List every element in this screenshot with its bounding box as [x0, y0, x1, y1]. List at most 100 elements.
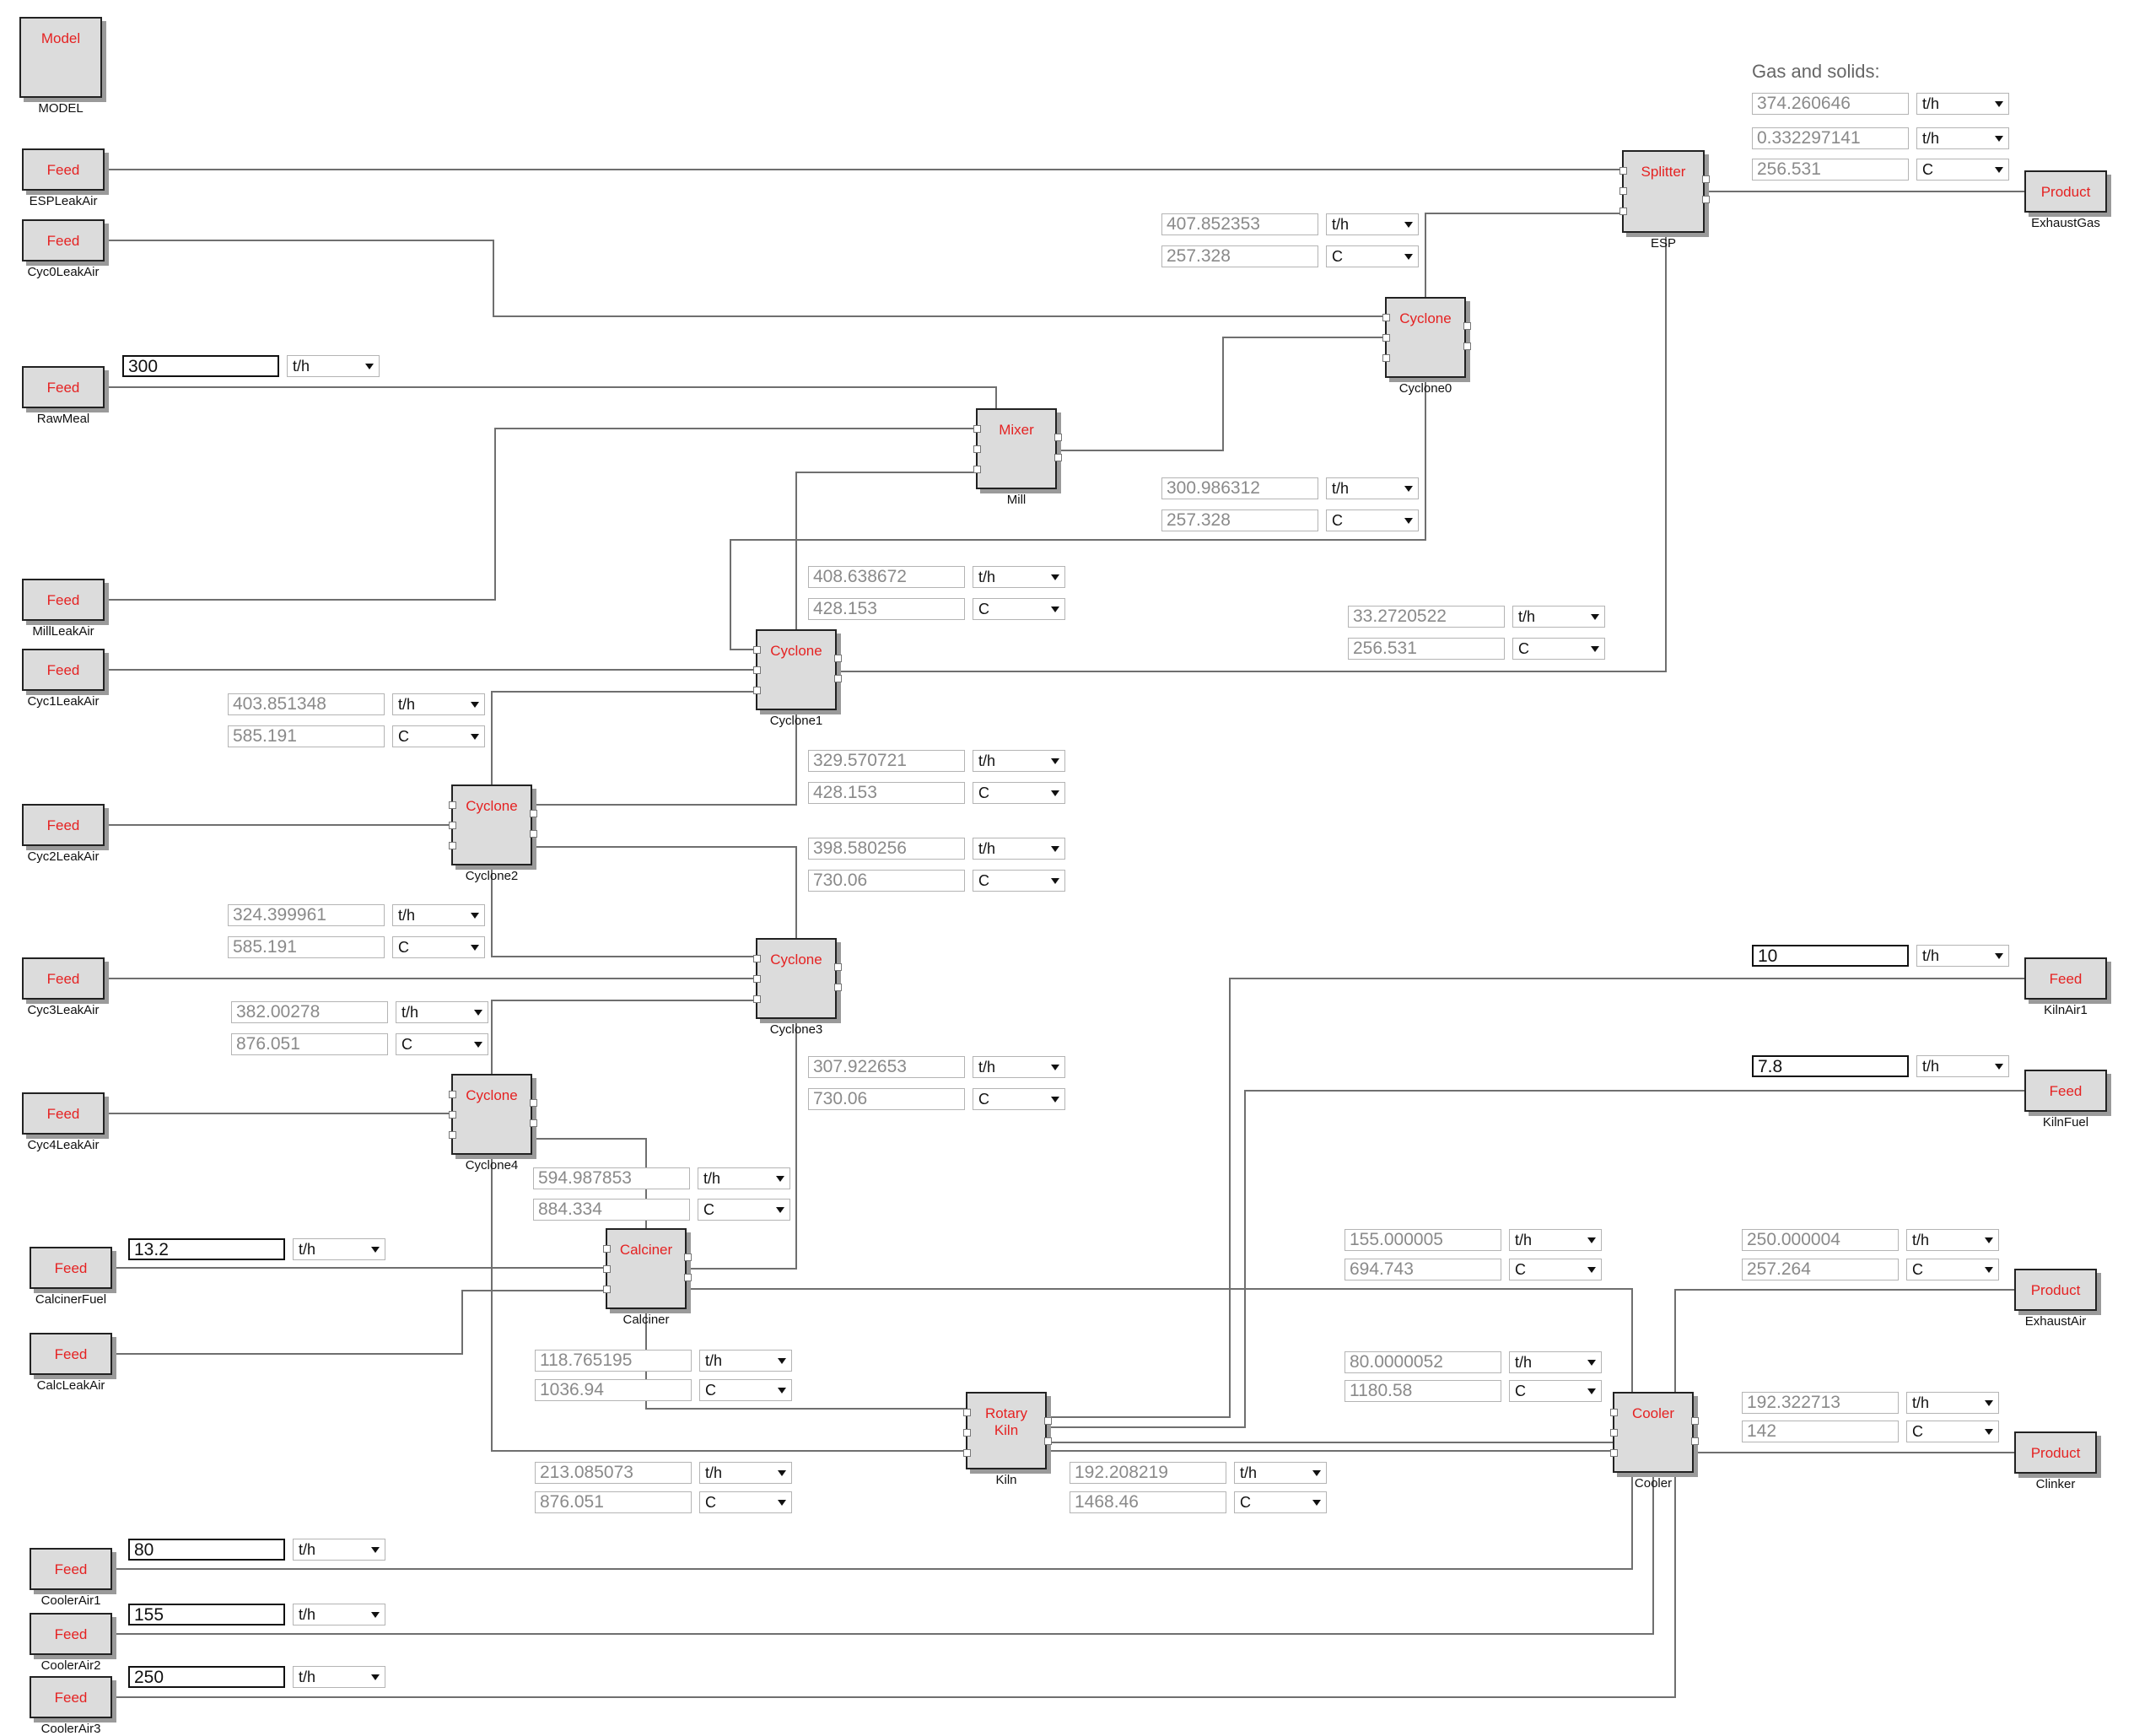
port[interactable]: [684, 1274, 692, 1281]
port[interactable]: [530, 1119, 537, 1127]
block-kilnfuel[interactable]: Feed: [2024, 1070, 2107, 1112]
unit-select[interactable]: t/h: [1916, 127, 2009, 149]
port[interactable]: [963, 1429, 971, 1437]
port[interactable]: [449, 1091, 456, 1098]
readonly-value-field[interactable]: 33.2720522: [1348, 606, 1505, 628]
port[interactable]: [1610, 1429, 1618, 1437]
port[interactable]: [834, 655, 842, 662]
unit-select[interactable]: C: [973, 598, 1065, 620]
port[interactable]: [530, 810, 537, 817]
port[interactable]: [449, 842, 456, 849]
port[interactable]: [753, 646, 761, 654]
readonly-value-field[interactable]: 1036.94: [535, 1379, 692, 1401]
editable-value-input[interactable]: 155: [128, 1604, 285, 1625]
port[interactable]: [963, 1449, 971, 1457]
editable-value-input[interactable]: 7.8: [1752, 1055, 1909, 1077]
port[interactable]: [753, 687, 761, 694]
port[interactable]: [603, 1265, 611, 1273]
readonly-value-field[interactable]: 155.000005: [1345, 1229, 1501, 1251]
block-cooler[interactable]: Cooler: [1610, 1392, 1699, 1473]
unit-select[interactable]: t/h: [973, 838, 1065, 860]
port[interactable]: [449, 822, 456, 829]
block-splitter[interactable]: Splitter: [1619, 150, 1710, 233]
port[interactable]: [753, 955, 761, 962]
port[interactable]: [963, 1409, 971, 1416]
unit-select[interactable]: t/h: [396, 1001, 488, 1023]
port[interactable]: [603, 1245, 611, 1253]
unit-select[interactable]: C: [1326, 509, 1419, 531]
port[interactable]: [1691, 1417, 1699, 1425]
port[interactable]: [753, 666, 761, 674]
port[interactable]: [1463, 322, 1471, 330]
block-cyclone3[interactable]: Cyclone: [753, 938, 842, 1019]
unit-select[interactable]: C: [698, 1199, 790, 1221]
block-coolerair1[interactable]: Feed: [30, 1548, 112, 1590]
readonly-value-field[interactable]: 250.000004: [1742, 1229, 1899, 1251]
unit-select[interactable]: t/h: [1916, 1055, 2009, 1077]
unit-select[interactable]: t/h: [1326, 477, 1419, 499]
readonly-value-field[interactable]: 257.328: [1161, 509, 1318, 531]
port[interactable]: [1619, 187, 1627, 195]
unit-select[interactable]: t/h: [1916, 945, 2009, 967]
readonly-value-field[interactable]: 257.264: [1742, 1259, 1899, 1280]
editable-value-input[interactable]: 80: [128, 1539, 285, 1561]
editable-value-input[interactable]: 250: [128, 1666, 285, 1688]
unit-select[interactable]: t/h: [287, 355, 380, 377]
block-espleakair[interactable]: Feed: [22, 148, 105, 191]
port[interactable]: [753, 975, 761, 983]
unit-select[interactable]: t/h: [293, 1238, 385, 1260]
block-coolerair2[interactable]: Feed: [30, 1613, 112, 1655]
readonly-value-field[interactable]: 403.851348: [228, 693, 385, 715]
unit-select[interactable]: C: [1326, 245, 1419, 267]
unit-select[interactable]: t/h: [699, 1462, 792, 1484]
unit-select[interactable]: t/h: [1906, 1229, 1999, 1251]
unit-select[interactable]: t/h: [392, 904, 485, 926]
readonly-value-field[interactable]: 256.531: [1348, 638, 1505, 660]
unit-select[interactable]: C: [1916, 159, 2009, 181]
readonly-value-field[interactable]: 300.986312: [1161, 477, 1318, 499]
port[interactable]: [530, 1099, 537, 1107]
port[interactable]: [1619, 167, 1627, 175]
unit-select[interactable]: C: [973, 1088, 1065, 1110]
unit-select[interactable]: t/h: [1326, 213, 1419, 235]
unit-select[interactable]: C: [1234, 1491, 1327, 1513]
readonly-value-field[interactable]: 428.153: [808, 598, 965, 620]
unit-select[interactable]: t/h: [1509, 1229, 1602, 1251]
readonly-value-field[interactable]: 213.085073: [535, 1462, 692, 1484]
unit-select[interactable]: C: [392, 936, 485, 958]
readonly-value-field[interactable]: 730.06: [808, 870, 965, 892]
block-mill[interactable]: Mixer: [973, 408, 1062, 489]
block-millleakair[interactable]: Feed: [22, 579, 105, 621]
unit-select[interactable]: C: [1512, 638, 1605, 660]
unit-select[interactable]: C: [699, 1491, 792, 1513]
unit-select[interactable]: C: [392, 725, 485, 747]
readonly-value-field[interactable]: 585.191: [228, 725, 385, 747]
block-calcinerfuel[interactable]: Feed: [30, 1247, 112, 1289]
port[interactable]: [684, 1253, 692, 1261]
port[interactable]: [973, 445, 981, 453]
port[interactable]: [1382, 314, 1390, 321]
unit-select[interactable]: t/h: [698, 1167, 790, 1189]
block-cyclone4[interactable]: Cyclone: [449, 1074, 537, 1155]
readonly-value-field[interactable]: 585.191: [228, 936, 385, 958]
readonly-value-field[interactable]: 118.765195: [535, 1350, 692, 1372]
block-cyc4leakair[interactable]: Feed: [22, 1092, 105, 1135]
port[interactable]: [1463, 342, 1471, 350]
port[interactable]: [603, 1286, 611, 1293]
block-cyc1leakair[interactable]: Feed: [22, 649, 105, 691]
port[interactable]: [1382, 334, 1390, 342]
unit-select[interactable]: t/h: [973, 1056, 1065, 1078]
editable-value-input[interactable]: 10: [1752, 945, 1909, 967]
unit-select[interactable]: C: [396, 1033, 488, 1055]
block-clinker[interactable]: Product: [2014, 1431, 2097, 1474]
port[interactable]: [973, 425, 981, 433]
readonly-value-field[interactable]: 192.208219: [1070, 1462, 1226, 1484]
port[interactable]: [530, 830, 537, 838]
readonly-value-field[interactable]: 408.638672: [808, 566, 965, 588]
unit-select[interactable]: C: [1906, 1259, 1999, 1280]
block-kilnair1[interactable]: Feed: [2024, 957, 2107, 1000]
unit-select[interactable]: t/h: [973, 750, 1065, 772]
port[interactable]: [1610, 1409, 1618, 1416]
unit-select[interactable]: t/h: [1906, 1392, 1999, 1414]
readonly-value-field[interactable]: 142: [1742, 1421, 1899, 1442]
